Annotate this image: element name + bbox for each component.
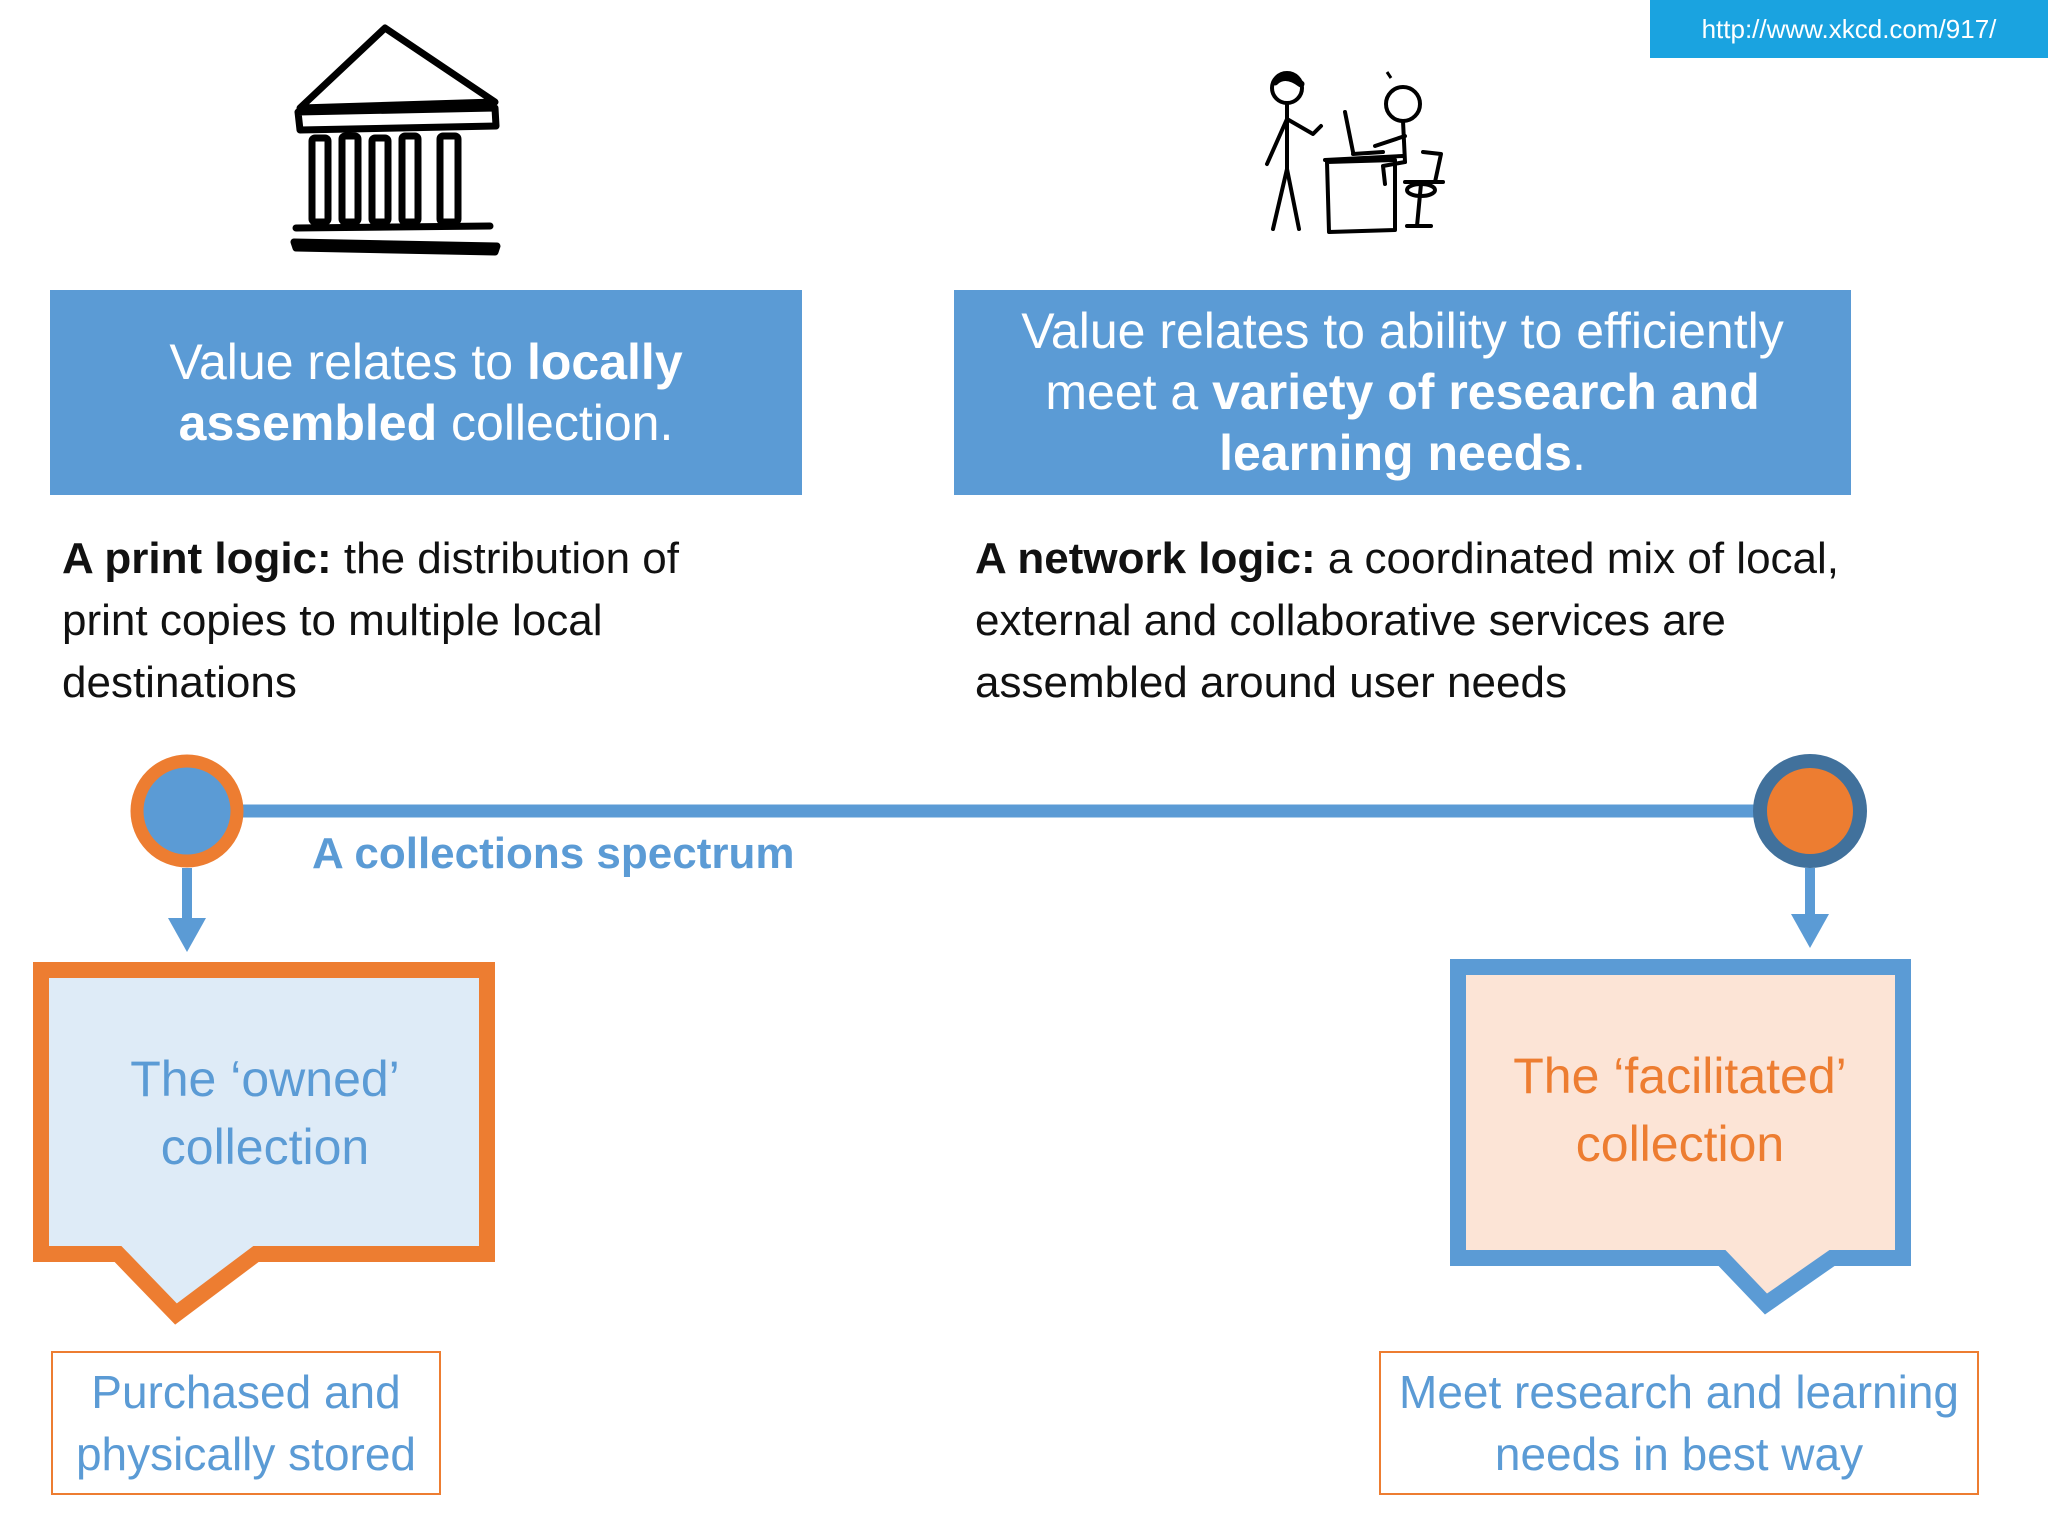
right-header-suffix: . <box>1571 425 1586 481</box>
facilitated-collection-description-text: Meet research and learning needs in best… <box>1399 1366 1959 1480</box>
owned-collection-description-text: Purchased and physically stored <box>75 1366 417 1480</box>
xkcd-people-at-desk-icon <box>1255 64 1455 244</box>
facilitated-collection-description: Meet research and learning needs in best… <box>1379 1351 1979 1495</box>
network-logic-text: a coordinated mix of local, external and… <box>975 534 1840 707</box>
left-header-emphasis: locally assembled <box>178 333 683 451</box>
print-logic-paragraph: A print logic: the distribution of print… <box>62 528 762 714</box>
left-header-suffix: collection. <box>437 394 674 451</box>
left-endpoint-marker <box>130 754 244 868</box>
right-down-arrow <box>1791 868 1829 948</box>
facilitated-collection-label: The ‘facilitated’ collection <box>1513 1048 1847 1172</box>
left-header-box: Value relates to locally assembled colle… <box>50 290 802 495</box>
owned-collection-callout <box>33 962 495 1325</box>
source-url-tag[interactable]: http://www.xkcd.com/917/ <box>1650 0 2048 58</box>
right-endpoint-marker <box>1753 754 1867 868</box>
left-down-arrow <box>168 868 206 952</box>
left-header-text: Value relates to <box>169 333 527 390</box>
right-header-box: Value relates to ability to efficiently … <box>954 290 1851 495</box>
right-header-text: Value relates to ability to efficiently … <box>1021 303 1784 420</box>
network-logic-paragraph: A network logic: a coordinated mix of lo… <box>975 528 1895 714</box>
facilitated-collection-callout <box>1450 959 1911 1315</box>
right-header-emphasis: variety of research and learning needs <box>1212 364 1760 481</box>
network-logic-label: A network logic: <box>975 534 1316 583</box>
owned-collection-description: Purchased and physically stored <box>51 1351 441 1495</box>
spectrum-label: A collections spectrum <box>312 829 795 878</box>
print-logic-label: A print logic: <box>62 534 332 583</box>
print-logic-text: the distribution of print copies to mult… <box>62 534 679 707</box>
library-building-icon <box>290 20 510 260</box>
owned-collection-label: The ‘owned’ collection <box>130 1051 400 1175</box>
